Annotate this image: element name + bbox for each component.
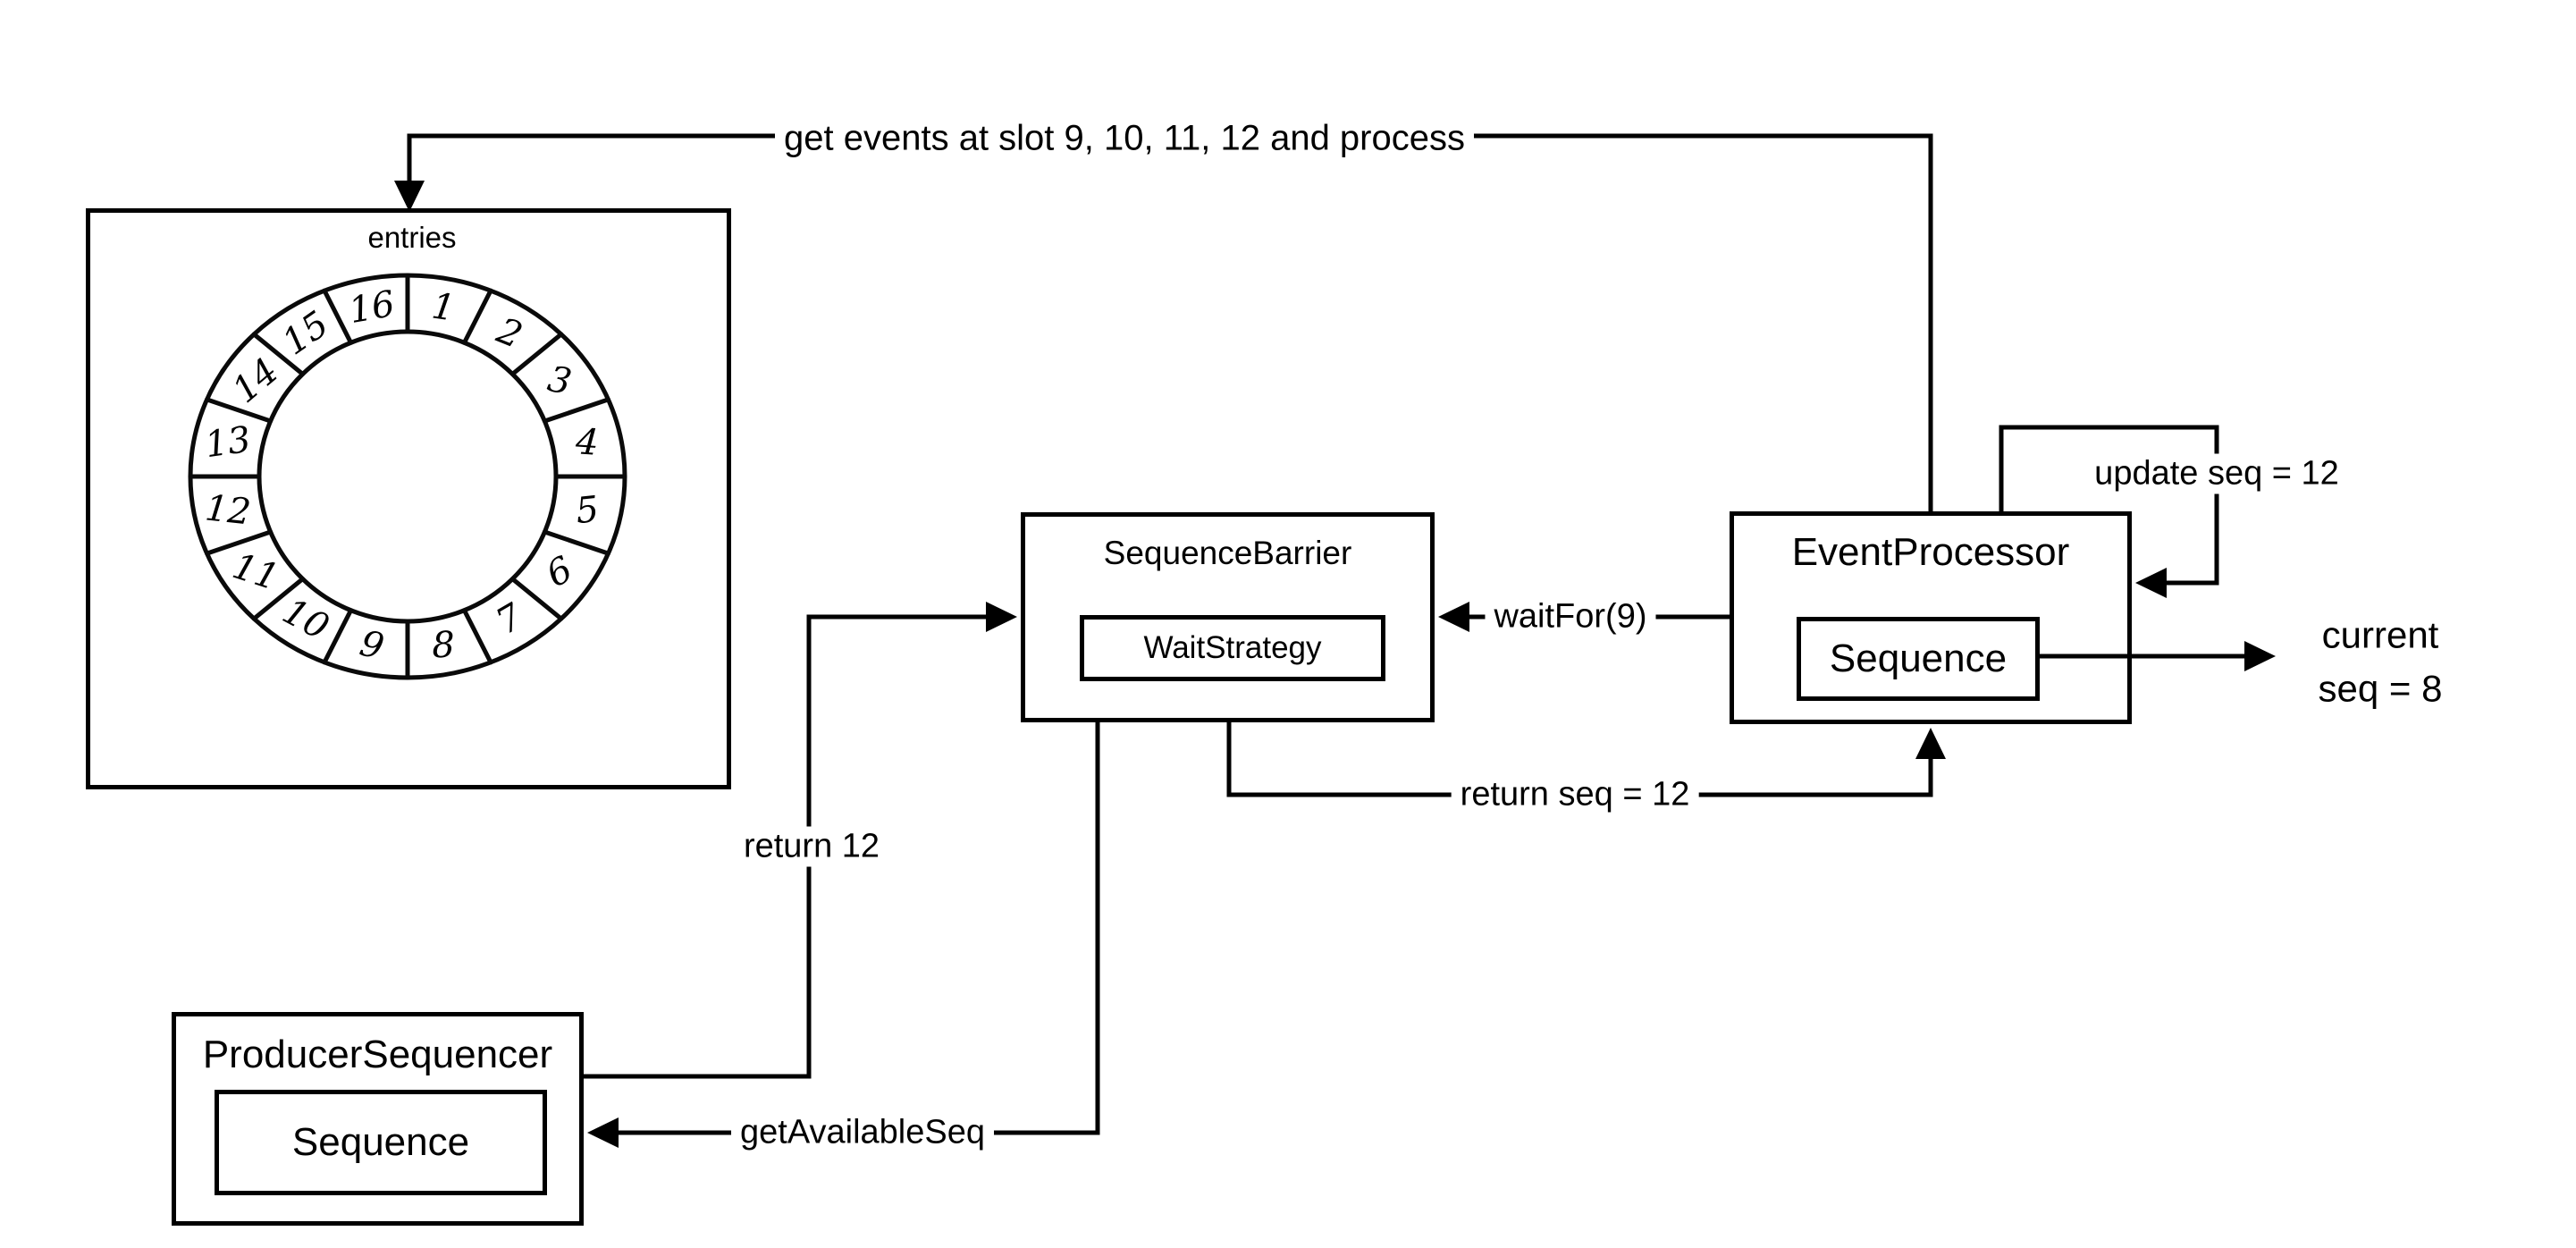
arrowhead-right-sequence-barrier (986, 602, 1017, 632)
event-processor-box: EventProcessor Sequence (1730, 511, 2132, 724)
label-wait-for: waitFor(9) (1485, 596, 1656, 637)
ring-slot: 13 (202, 418, 254, 467)
event-processor-title: EventProcessor (1791, 530, 2070, 574)
label-current-seq-line1: current (2321, 613, 2439, 656)
sequence-barrier-title: SequenceBarrier (1103, 535, 1352, 571)
label-return-12: return 12 (734, 826, 889, 867)
label-update-seq: update seq = 12 (2085, 453, 2348, 494)
label-return-seq: return seq = 12 (1451, 774, 1699, 815)
ring-buffer-title: entries (364, 220, 460, 256)
ring-slot: 16 (345, 282, 399, 333)
label-get-available-seq: getAvailableSeq (731, 1112, 994, 1153)
arrowhead-down-ring (394, 181, 425, 212)
wait-strategy-box: WaitStrategy (1080, 615, 1385, 681)
producer-sequencer-box: ProducerSequencer Sequence (172, 1012, 584, 1226)
ring-slot: 12 (203, 487, 253, 534)
label-current-seq: current seq = 8 (2309, 607, 2452, 716)
sequence-barrier-box: SequenceBarrier WaitStrategy (1021, 512, 1435, 722)
arrowhead-right-current-seq (2244, 641, 2276, 671)
arrowhead-up-event-processor (1915, 728, 1946, 759)
producer-sequencer-title: ProducerSequencer (202, 1033, 553, 1076)
arrowhead-left-producer-sequencer (587, 1117, 619, 1148)
ring-buffer-box (86, 208, 731, 789)
ring-slot: 8 (431, 624, 456, 667)
event-processor-sequence-box: Sequence (1797, 617, 2040, 701)
label-current-seq-line2: seq = 8 (2318, 667, 2443, 709)
label-get-events: get events at slot 9, 10, 11, 12 and pro… (775, 117, 1474, 160)
ring-slot: 5 (573, 488, 602, 533)
arrowhead-left-sequence-barrier (1438, 602, 1469, 632)
ring-slot: 4 (574, 421, 601, 464)
producer-sequencer-sequence-box: Sequence (215, 1090, 547, 1195)
arrowhead-left-event-processor (2135, 568, 2167, 598)
